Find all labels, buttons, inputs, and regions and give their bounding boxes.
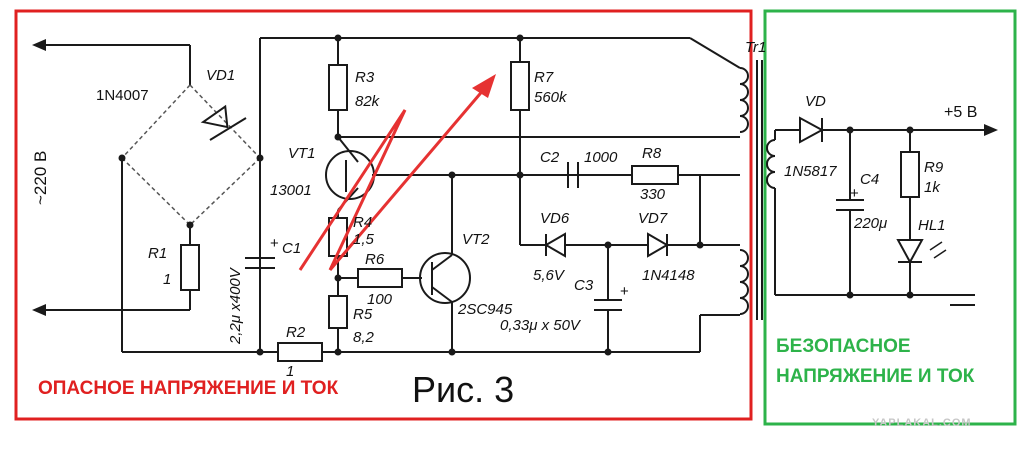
vd7-diode-symbol [647, 232, 669, 258]
input-voltage-label: ~220 В [31, 151, 50, 205]
c4-ref-label: C4 [860, 171, 879, 188]
vd6-value-label: 5,6V [533, 267, 566, 284]
r4-ref-label: R4 [353, 214, 372, 231]
c3-ref-label: C3 [574, 277, 594, 294]
vt1-ref-label: VT1 [288, 145, 316, 162]
r3-resistor-symbol [328, 64, 348, 111]
r3-value-label: 82k [355, 93, 381, 110]
vd6-ref-label: VD6 [540, 210, 570, 227]
r8-resistor-symbol [631, 165, 679, 185]
c3-plus-label: + [620, 283, 629, 300]
r7-ref-label: R7 [534, 69, 554, 86]
arrow-left-icon [32, 39, 46, 51]
c3-value-label: 0,33μ x 50V [500, 317, 582, 334]
c4-value-label: 220μ [853, 215, 887, 232]
r5-ref-label: R5 [353, 306, 373, 323]
arrow-right-icon [984, 124, 998, 136]
r8-ref-label: R8 [642, 145, 662, 162]
r2-value-label: 1 [286, 363, 294, 380]
arrow-left-icon [32, 304, 46, 316]
vt2-transistor-symbol [419, 252, 471, 304]
r2-resistor-symbol [277, 342, 323, 362]
rails [122, 34, 741, 362]
r9-value-label: 1k [924, 179, 941, 196]
r1-value-label: 1 [163, 271, 171, 288]
tr1-transformer-symbol [739, 60, 776, 320]
vd6-zener-symbol [544, 232, 566, 258]
hl1-ref-label: HL1 [918, 217, 946, 234]
vd7-value-label: 1N4148 [642, 267, 695, 284]
arrow-up-right-icon [472, 74, 496, 98]
r3-ref-label: R3 [355, 69, 375, 86]
safe-zone-label-line2: НАПРЯЖЕНИЕ И ТОК [776, 366, 975, 387]
r2-ref-label: R2 [286, 324, 306, 341]
r8-value-label: 330 [640, 186, 666, 203]
c2-ref-label: C2 [540, 149, 560, 166]
vd-ref-label: VD [805, 93, 826, 110]
feedback-section [510, 38, 740, 356]
output-voltage-label: +5 В [944, 104, 977, 121]
r9-ref-label: R9 [924, 159, 944, 176]
hl1-led-symbol [896, 239, 924, 265]
r1-ref-label: R1 [148, 245, 167, 262]
vt1-value-label: 13001 [270, 182, 312, 199]
danger-zone-label: ОПАСНОЕ НАПРЯЖЕНИЕ И ТОК [38, 378, 339, 399]
danger-zone-frame [14, 9, 753, 421]
tr1-ref-label: Tr1 [745, 39, 766, 56]
vt2-section [338, 171, 471, 356]
c1-value-label: 2,2μ x400V [227, 266, 244, 345]
red-energy-arrows [298, 74, 496, 271]
c2-value-label: 1000 [584, 149, 618, 166]
c1-ref-label: C1 [282, 240, 301, 257]
r5-resistor-symbol [328, 295, 348, 329]
r6-value-label: 100 [367, 291, 393, 308]
safe-zone-frame [763, 9, 1017, 426]
c1-capacitor-symbol [245, 257, 275, 269]
vd7-ref-label: VD7 [638, 210, 668, 227]
c4-plus-label: + [850, 185, 859, 202]
vd-value-label: 1N5817 [784, 163, 837, 180]
r4-value-label: 1,5 [353, 231, 375, 248]
figure-caption: Рис. 3 [412, 369, 514, 410]
vd-schottky-symbol [799, 116, 825, 144]
output-section [774, 116, 998, 306]
r9-resistor-symbol [900, 151, 920, 198]
vt2-ref-label: VT2 [462, 231, 490, 248]
vd1-ref-label: VD1 [206, 67, 235, 84]
vd1-value-label: 1N4007 [96, 87, 149, 104]
safe-zone-label-line1: БЕЗОПАСНОЕ [776, 336, 911, 357]
r6-resistor-symbol [357, 268, 403, 288]
r7-value-label: 560k [534, 89, 568, 106]
input-section [32, 39, 264, 352]
vd1-diode-symbol [200, 104, 247, 141]
vt2-value-label: 2SC945 [457, 301, 513, 318]
r1-resistor-symbol [180, 244, 200, 291]
c1-plus-label: + [270, 235, 279, 252]
r7-resistor-symbol [510, 61, 530, 111]
watermark: YAPLAKAL.COM [872, 417, 972, 429]
r5-value-label: 8,2 [353, 329, 375, 346]
r6-ref-label: R6 [365, 251, 385, 268]
